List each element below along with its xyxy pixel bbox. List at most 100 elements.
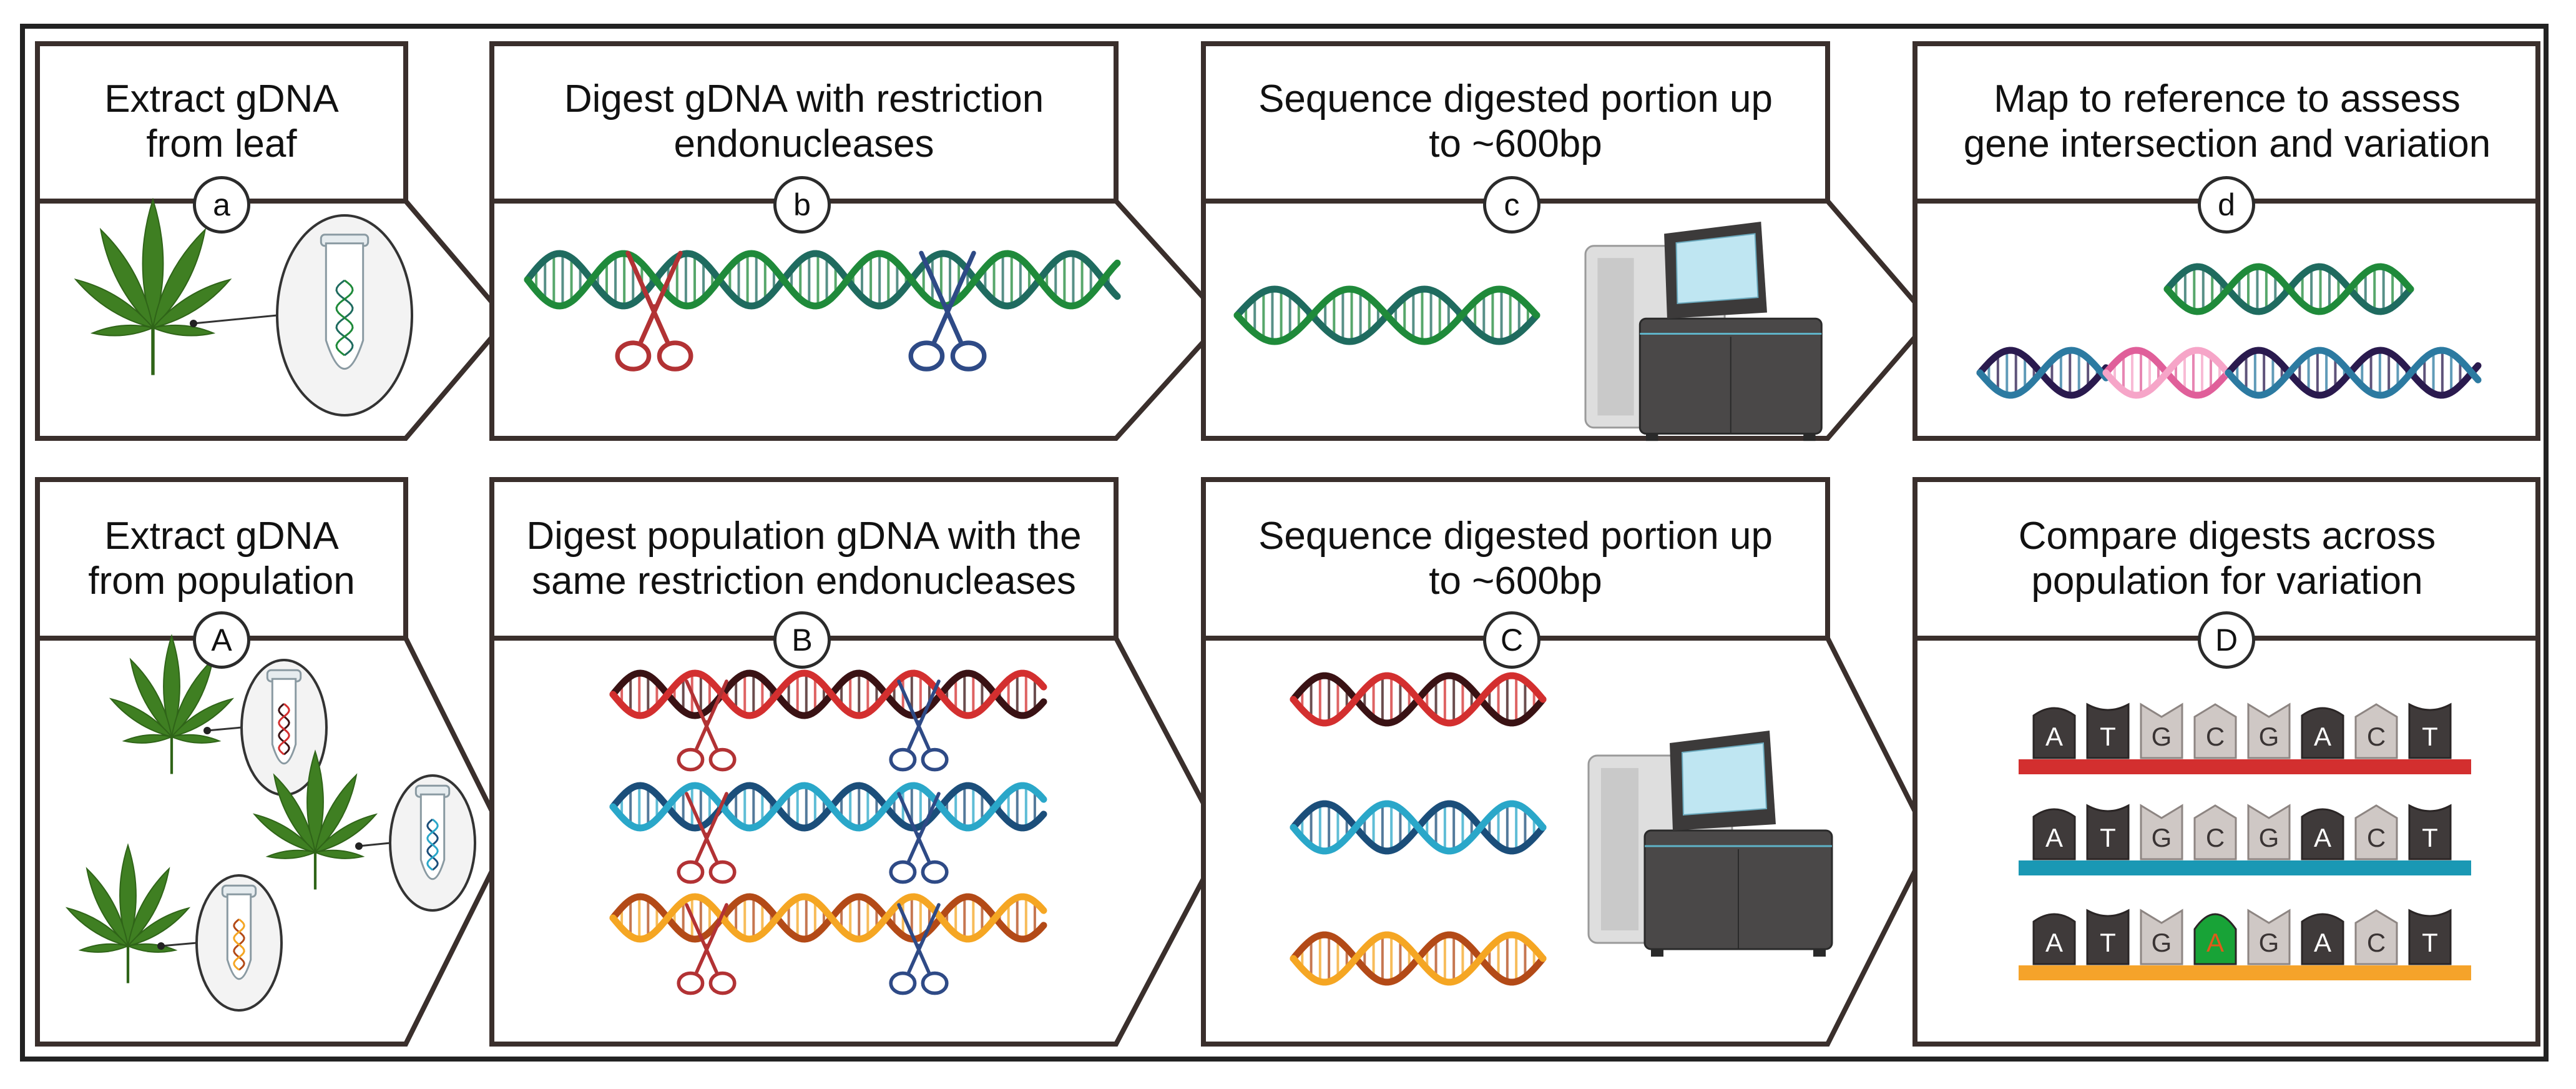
base-block [2140, 804, 2183, 860]
title-box [489, 41, 1119, 204]
step-title-b: Digest gDNA with restriction endonucleas… [564, 77, 1044, 165]
base-block [2140, 909, 2183, 965]
scissors-icon [889, 903, 949, 995]
dna-helix [1290, 800, 1547, 855]
scissors-icon [889, 792, 949, 884]
strand-bar [2019, 759, 2471, 774]
leaf-icon [252, 749, 378, 890]
dna-helix-mapped [2102, 347, 2232, 399]
dna-helix-reference [2225, 347, 2482, 399]
sample-tube-icon [355, 774, 476, 912]
scissors-icon [908, 250, 987, 372]
base-block [2301, 913, 2344, 965]
base-letter: A [2314, 722, 2331, 751]
step-badge-a: a [193, 176, 250, 234]
base-letter: T [2422, 823, 2438, 852]
sample-tube-icon [203, 659, 328, 796]
scissors-icon [677, 792, 737, 884]
base-letter: T [2422, 722, 2438, 751]
scissors-icon [889, 679, 949, 772]
base-letter: A [2045, 823, 2063, 852]
dna-helix [1290, 931, 1547, 986]
step-badge-D: D [2198, 611, 2255, 669]
sequencer-icon [1584, 222, 1823, 441]
leaf-icon [109, 634, 235, 774]
base-letter: A [2045, 928, 2063, 957]
base-block [2354, 909, 2398, 965]
base-letter: G [2152, 722, 2172, 751]
dna-helix [1233, 285, 1540, 345]
base-block [2193, 703, 2237, 759]
base-block [2032, 913, 2076, 965]
dna-helix-read [2163, 263, 2414, 315]
base-letter: C [2367, 722, 2386, 751]
title-box [35, 41, 408, 204]
dna-helix-reference [1976, 347, 2110, 399]
base-letter: G [2259, 823, 2280, 852]
base-block [2032, 707, 2076, 759]
step-title-D: Compare digests across population for va… [2018, 515, 2436, 603]
base-letter: A [2045, 722, 2063, 751]
base-letter: A [2206, 928, 2224, 957]
base-block [2408, 909, 2452, 965]
step-title-A: Extract gDNA from population [88, 515, 355, 603]
base-block [2408, 702, 2452, 759]
base-letter: T [2100, 823, 2116, 852]
base-block [2086, 804, 2130, 860]
dna-helix [609, 669, 1047, 719]
base-letter: G [2259, 722, 2280, 751]
step-title-C: Sequence digested portion up to ~600bp [1258, 515, 1773, 603]
base-block [2408, 804, 2452, 860]
base-letter: C [2367, 823, 2386, 852]
dna-helix [609, 782, 1047, 832]
base-block [2247, 804, 2291, 860]
base-letter: C [2367, 928, 2386, 957]
strand-bar [2019, 965, 2471, 980]
scissors-icon [677, 679, 737, 772]
sample-tube-icon [157, 874, 283, 1012]
base-letter: C [2206, 722, 2225, 751]
step-title-c: Sequence digested portion up to ~600bp [1258, 77, 1773, 165]
step-badge-A: A [193, 611, 250, 669]
step-title-B: Digest population gDNA with the same res… [526, 515, 1082, 603]
content-box [489, 636, 1227, 1047]
base-letter: T [2100, 722, 2116, 751]
base-letter: A [2314, 823, 2331, 852]
step-title-a: Extract gDNA from leaf [104, 77, 339, 165]
base-letter: T [2422, 928, 2438, 957]
title-box [1201, 41, 1830, 204]
base-letter: G [2152, 928, 2172, 957]
dna-helix [1290, 672, 1547, 727]
title-box [1912, 41, 2540, 204]
base-letter: G [2152, 823, 2172, 852]
step-badge-C: C [1483, 611, 1540, 669]
leaf-icon [65, 843, 191, 983]
leaf-icon [74, 197, 232, 375]
step-badge-d: d [2198, 176, 2255, 234]
base-letter: G [2259, 928, 2280, 957]
base-block [2301, 707, 2344, 759]
step-badge-B: B [773, 611, 831, 669]
step-title-d: Map to reference to assess gene intersec… [1963, 77, 2491, 165]
base-letter: C [2206, 823, 2225, 852]
base-letter: T [2100, 928, 2116, 957]
dna-helix [609, 893, 1047, 943]
base-block [2032, 808, 2076, 860]
step-badge-b: b [773, 176, 831, 234]
base-letter: A [2314, 928, 2331, 957]
base-block [2193, 804, 2237, 860]
base-block [2247, 909, 2291, 965]
variant-base [2193, 913, 2237, 965]
base-block [2247, 702, 2291, 759]
base-block [2086, 909, 2130, 965]
scissors-icon [615, 250, 693, 372]
base-block [2301, 808, 2344, 860]
strand-bar [2019, 860, 2471, 875]
scissors-icon [677, 903, 737, 995]
sample-tube-icon [190, 214, 413, 416]
base-block [2086, 702, 2130, 759]
